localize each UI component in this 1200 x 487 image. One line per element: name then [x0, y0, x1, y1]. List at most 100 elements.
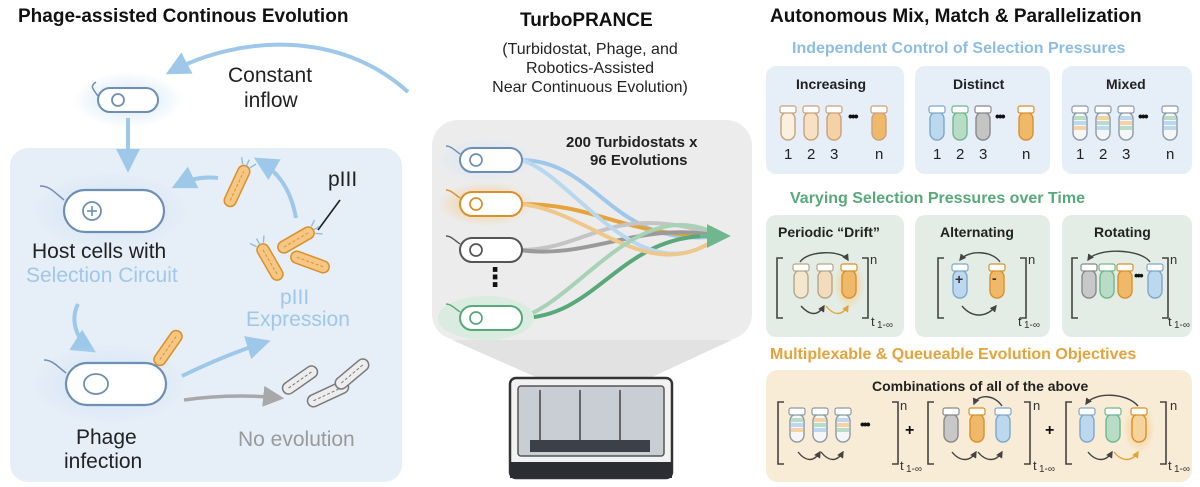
cycle-curve — [797, 450, 821, 461]
mix-ellipsis: ••• — [1138, 108, 1149, 124]
phage-cluster — [249, 219, 330, 281]
constant-inflow-arrow — [165, 42, 410, 94]
tube-22 — [811, 407, 829, 443]
turbidostat-ellipsis: ⋮ — [482, 262, 508, 292]
periodic-n: n — [870, 252, 878, 267]
tube-16 — [988, 263, 1006, 299]
left-title: Phage-assisted Continous Evolution — [18, 6, 349, 27]
tube-1 — [802, 105, 820, 141]
middle-subtitle-3: Near Continuous Evolution) — [492, 79, 688, 96]
panel-line1: 200 Turbidostats x — [566, 134, 698, 151]
host-cells-label: Host cells with — [32, 240, 167, 263]
tube-3 — [870, 105, 888, 141]
bracket — [927, 401, 1031, 465]
tube-28 — [1104, 407, 1122, 443]
cycle-curve — [1087, 250, 1151, 263]
bracket — [937, 257, 1027, 319]
cycle-arrow — [253, 157, 298, 219]
infection-arrow-top — [171, 166, 219, 189]
combinations-label: Combinations of all of the above — [872, 378, 1089, 394]
inc-num-2: 2 — [807, 146, 816, 163]
inc-num-n: n — [875, 146, 884, 163]
tubes — [779, 105, 1179, 453]
piii-expression-line2: Expression — [246, 308, 350, 331]
constant-inflow-line1: Constant — [228, 64, 313, 87]
cycle-curve — [1113, 450, 1139, 461]
rotating-t-sub: 1-∞ — [1174, 320, 1191, 331]
no-evolution-arrow — [183, 385, 285, 407]
periodic-t-sub: 1-∞ — [877, 320, 894, 331]
phage-infecting — [153, 329, 183, 367]
bracket — [1071, 257, 1169, 319]
piii-expression-line1: pIII — [280, 286, 310, 309]
inc-ellipsis: ••• — [848, 108, 859, 124]
cycle-curve — [959, 252, 1001, 263]
rotating-n: n — [1170, 252, 1178, 267]
tube-21 — [788, 407, 806, 443]
tube-9 — [1094, 105, 1112, 141]
inflow-cell — [97, 87, 159, 113]
zoom-callout — [452, 340, 732, 378]
combo-plus-1: + — [905, 422, 915, 439]
card-alternating-label: Alternating — [940, 224, 1014, 240]
robot-liquid-handler — [508, 376, 674, 480]
tube-4 — [928, 105, 946, 141]
combo-t-sub-1: 1-∞ — [906, 464, 923, 475]
cycle-curve — [820, 450, 844, 461]
expression-arrow — [181, 336, 271, 378]
cycle-curve — [951, 450, 977, 461]
rotating-t: t — [1168, 314, 1172, 329]
tube-24 — [942, 407, 960, 443]
dis-ellipsis: ••• — [995, 108, 1006, 124]
tube-23 — [834, 407, 852, 443]
cycle-curve — [972, 396, 1003, 407]
middle-subtitle-2: Robotics-Assisted — [525, 60, 655, 77]
selection-circuit-label: Selection Circuit — [26, 264, 178, 287]
alternating-plus: + — [955, 271, 964, 287]
tube-0 — [779, 105, 797, 141]
tube-19 — [1116, 263, 1134, 299]
tube-27 — [1078, 407, 1096, 443]
combo-ellipsis: ••• — [860, 416, 871, 432]
cycle-curve — [1087, 450, 1113, 461]
mix-num-n: n — [1166, 146, 1175, 163]
dis-num-2: 2 — [956, 146, 965, 163]
mix-num-2: 2 — [1099, 146, 1108, 163]
left-panel — [10, 42, 410, 482]
middle-panel — [432, 120, 752, 480]
mix-num-3: 3 — [1122, 146, 1131, 163]
card-mixed-label: Mixed — [1106, 76, 1146, 92]
alternating-t: t — [1018, 314, 1022, 329]
section2-heading: Varying Selection Pressures over Time — [790, 190, 1085, 207]
cycle-curve — [825, 304, 849, 315]
cycle-curve — [799, 252, 849, 263]
tube-11 — [1161, 105, 1179, 141]
tube-29 — [1123, 405, 1155, 453]
phage-top — [223, 157, 257, 208]
mix-num-1: 1 — [1076, 146, 1085, 163]
middle-subtitle-1: (Turbidostat, Phage, and — [502, 41, 678, 58]
combo-t-sub-3: 1-∞ — [1174, 464, 1191, 475]
card-increasing-label: Increasing — [796, 76, 867, 92]
tube-6 — [974, 105, 992, 141]
phage-infection-line2: infection — [64, 450, 143, 473]
section1-heading: Independent Control of Selection Pressur… — [792, 40, 1126, 57]
turbidostat-4 — [438, 296, 534, 340]
brackets — [776, 250, 1169, 465]
plus-circle-icon — [82, 201, 102, 221]
combo-plus-2: + — [1045, 422, 1055, 439]
bracket — [1065, 401, 1167, 465]
middle-title: TurboPRANCE — [520, 10, 653, 31]
constant-inflow-line2: inflow — [244, 89, 298, 112]
turbidostat-2 — [438, 182, 534, 226]
piii-label: pIII — [328, 168, 358, 191]
evolution-flows — [519, 158, 722, 320]
tube-7 — [1017, 105, 1035, 141]
dis-num-n: n — [1022, 146, 1031, 163]
combo-t-1: t — [900, 458, 904, 473]
tube-20 — [1146, 263, 1164, 299]
tube-5 — [951, 105, 969, 141]
combo-n-2: n — [1033, 398, 1041, 413]
no-evolution-label: No evolution — [238, 428, 355, 451]
panel-line2: 96 Evolutions — [590, 152, 688, 169]
